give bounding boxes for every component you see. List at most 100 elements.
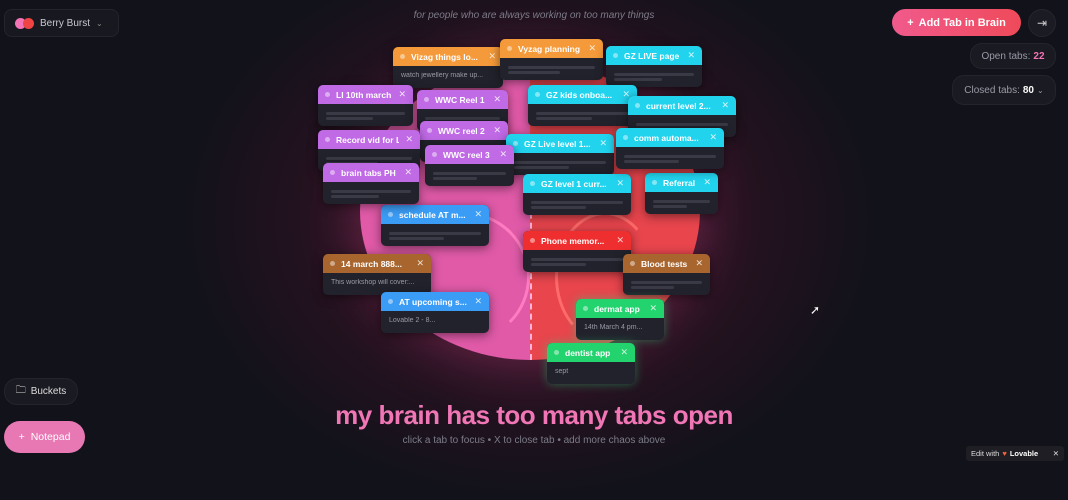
close-icon[interactable]: ✕	[493, 125, 501, 135]
brain-tab[interactable]: Record vid for LI✕	[318, 130, 420, 171]
closed-tabs-label: Closed tabs:	[964, 84, 1020, 96]
tab-header: GZ level 1 curr...✕	[523, 174, 631, 193]
add-tab-button[interactable]: +Add Tab in Brain	[892, 9, 1021, 36]
close-icon[interactable]: ✕	[599, 138, 607, 148]
tab-body: Lovable 2 - 8...	[381, 311, 489, 333]
mouse-cursor-icon: ➚	[810, 303, 821, 317]
close-icon[interactable]: ✕	[622, 89, 630, 99]
close-icon[interactable]: ✕	[1052, 449, 1059, 458]
tab-header: 14 march 888... ✕	[323, 254, 431, 273]
brain-tab[interactable]: AT upcoming s...✕Lovable 2 - 8...	[381, 292, 489, 333]
dot-icon	[530, 238, 535, 243]
tab-body	[318, 104, 413, 126]
tab-header: Blood tests✕	[623, 254, 710, 273]
close-icon[interactable]: ✕	[709, 132, 717, 142]
placeholder-line	[531, 206, 587, 209]
dot-icon	[554, 350, 559, 355]
brain-tab[interactable]: schedule AT m... ✕	[381, 205, 489, 246]
tab-title: dermat app	[594, 303, 640, 314]
edit-with-lovable-badge[interactable]: Edit with♥Lovable✕	[966, 446, 1064, 461]
tab-body	[523, 250, 631, 272]
close-icon[interactable]: ✕	[703, 177, 711, 187]
tab-body: This workshop will cover:...	[323, 273, 431, 295]
close-icon[interactable]: ✕	[493, 94, 501, 104]
close-icon[interactable]: ✕	[616, 235, 624, 245]
tab-title: Vizag things lo...	[411, 51, 478, 62]
brain-tab[interactable]: Vizag things lo... ✕ watch jewellery make …	[393, 47, 503, 88]
close-icon[interactable]: ✕	[721, 100, 729, 110]
close-icon[interactable]: ✕	[488, 51, 496, 61]
brain-tab[interactable]: WWC reel 3✕	[425, 145, 514, 186]
brain-tab[interactable]: Phone memor...✕	[523, 231, 631, 272]
placeholder-line	[508, 71, 561, 74]
tab-header: Phone memor...✕	[523, 231, 631, 250]
open-tabs-label: Open tabs:	[981, 50, 1031, 62]
buckets-button[interactable]: 🗀Buckets	[4, 378, 78, 405]
tab-body	[506, 153, 614, 175]
add-tab-label: Add Tab in Brain	[918, 16, 1006, 29]
close-icon[interactable]: ✕	[499, 149, 507, 159]
tab-title: schedule AT m...	[399, 209, 466, 220]
brain-tab[interactable]: comm automa... ✕	[616, 128, 724, 169]
close-icon[interactable]: ✕	[620, 347, 628, 357]
closed-tabs-dropdown[interactable]: Closed tabs:80⌄	[952, 75, 1056, 105]
close-icon[interactable]: ✕	[398, 89, 406, 99]
dot-icon	[325, 92, 330, 97]
tab-title: comm automa...	[634, 132, 699, 143]
placeholder-line	[326, 117, 374, 120]
placeholder-line	[631, 286, 674, 289]
close-icon[interactable]: ✕	[588, 43, 596, 53]
open-tabs-count: 22	[1033, 50, 1045, 62]
tab-header: WWC reel 2✕	[420, 121, 508, 140]
close-icon[interactable]: ✕	[405, 134, 413, 144]
close-icon[interactable]: ✕	[404, 167, 412, 177]
brain-tab[interactable]: 14 march 888... ✕ This workshop will cover…	[323, 254, 431, 295]
placeholder-line	[624, 155, 716, 158]
close-icon[interactable]: ✕	[695, 258, 703, 268]
brain-tab[interactable]: GZ level 1 curr...✕	[523, 174, 631, 215]
close-icon[interactable]: ✕	[616, 178, 624, 188]
close-icon[interactable]: ✕	[474, 296, 482, 306]
tab-header: WWC reel 3✕	[425, 145, 514, 164]
tab-title: 14 march 888...	[341, 258, 402, 269]
brain-tab[interactable]: GZ kids onboa... ✕	[528, 85, 637, 126]
dot-icon	[513, 141, 518, 146]
tab-preview: watch jewellery make up...	[401, 72, 484, 79]
hint-text: click a tab to focus • X to close tab • …	[402, 435, 666, 446]
tab-body	[500, 58, 603, 80]
brain-tab[interactable]: Vyzag planning ✕	[500, 39, 603, 80]
notepad-label: Notepad	[30, 431, 71, 443]
tab-header: GZ Live level 1... ✕	[506, 134, 614, 153]
brain-tab[interactable]: dermat app✕14th March 4 pm...	[576, 299, 664, 340]
tab-title: GZ LIVE page	[624, 50, 680, 61]
tab-title: GZ kids onboa...	[546, 89, 613, 100]
tab-title: GZ Live level 1...	[524, 138, 591, 149]
close-icon[interactable]: ✕	[474, 209, 482, 219]
notepad-button[interactable]: +Notepad	[4, 421, 85, 453]
placeholder-line	[433, 177, 477, 180]
tab-title: dentist app	[565, 347, 611, 358]
tab-body	[623, 273, 710, 295]
close-icon[interactable]: ✕	[416, 258, 424, 268]
brain-tab[interactable]: LI 10th march✕	[318, 85, 413, 126]
close-icon[interactable]: ✕	[649, 303, 657, 313]
tab-title: Vyzag planning	[518, 43, 581, 54]
placeholder-line	[653, 205, 688, 208]
dot-icon	[388, 212, 393, 217]
tab-header: GZ kids onboa... ✕	[528, 85, 637, 104]
brain-tab[interactable]: GZ LIVE page ✕	[606, 46, 702, 87]
brain-tab[interactable]: brain tabs PH✕	[323, 163, 419, 204]
tab-header: brain tabs PH✕	[323, 163, 419, 182]
brain-tab[interactable]: Blood tests✕	[623, 254, 710, 295]
tab-header: comm automa... ✕	[616, 128, 724, 147]
brain-tab[interactable]: GZ Live level 1... ✕	[506, 134, 614, 175]
theme-selector[interactable]: Berry Burst ⌄	[4, 9, 119, 37]
dot-icon	[635, 103, 640, 108]
brain-tab[interactable]: dentist app✕sept	[547, 343, 635, 384]
brain-tab[interactable]: Referral✕	[645, 173, 718, 214]
logout-icon[interactable]: ⇥	[1028, 9, 1056, 37]
tab-preview: Lovable 2 - 8...	[389, 317, 436, 324]
placeholder-line	[331, 195, 379, 198]
placeholder-line	[536, 117, 592, 120]
close-icon[interactable]: ✕	[687, 50, 695, 60]
